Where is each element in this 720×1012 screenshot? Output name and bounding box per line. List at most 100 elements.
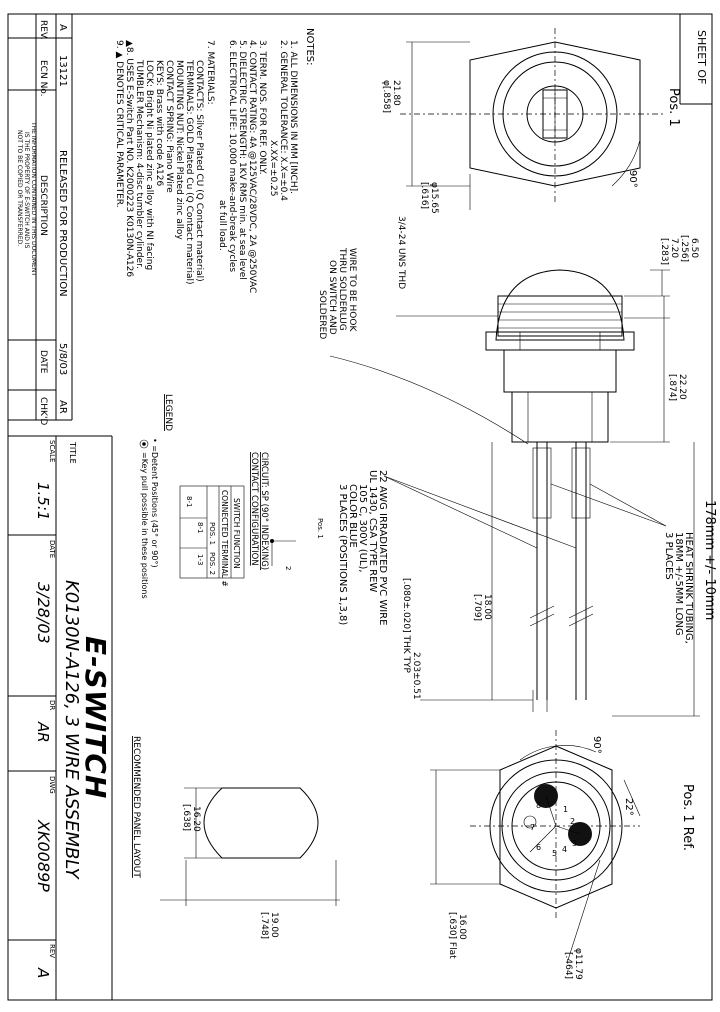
wire-2 [571, 442, 591, 700]
title-label: TITLE [68, 441, 77, 464]
wire-spec-1: 22 AWG IRRADIATED PVC WIRE [377, 470, 388, 625]
scale-label: SCALE [48, 440, 56, 462]
note-line: MOUNTING NUT: Nickel Plated zinc alloy [174, 60, 184, 240]
dim-22-20-in: [.874] [667, 374, 677, 401]
term-num-6: 6 [536, 843, 541, 852]
term-num-7: 7 [530, 823, 535, 832]
term-num-5: 5 [552, 849, 557, 858]
bottom-hex-outline [499, 745, 613, 909]
top-view: Pos. 1 90° 21.80 φ[.858] φ15.65 [.616] [381, 28, 681, 214]
dim-6-50-in: [.256] [679, 235, 689, 262]
note-line: 7. MATERIALS: [205, 40, 215, 105]
dim-11-79-in: [.464] [563, 952, 573, 979]
sheet-of-box: SHEET OF [679, 14, 712, 105]
date-value: 5/8/03 [57, 343, 68, 375]
dim-2-03: 2.03±0.51 [411, 652, 421, 700]
wire-note-1: WIRE TO BE HOOK [347, 248, 357, 332]
pos-1-label: Pos. 1 [316, 518, 324, 539]
switch-body [503, 349, 617, 393]
heat-shrink-1: HEAT SHRINK TUBING, [683, 532, 694, 644]
dim-22-20: 22.20 [677, 374, 687, 400]
wire-note-2: THRU SOLDERLUG [337, 247, 347, 331]
cell-pos1: 8-1 [196, 522, 204, 533]
heat-shrink-3: 3 PLACES [663, 532, 674, 580]
date-value: 3/28/03 [34, 582, 53, 644]
e-switch-logo: E-SWITCH [79, 636, 112, 799]
term-num-1: 1 [563, 805, 568, 814]
legend-key-pull: =Key pull possible in these positions [140, 452, 149, 599]
dr-label: DR [48, 700, 56, 710]
panel-cutout [203, 787, 319, 859]
notes: NOTES: 1. ALL DIMENSIONS IN MM [INCH]. 2… [114, 28, 315, 293]
note-line: 3. TERM. NOS. FOR REF. ONLY. [257, 40, 267, 175]
chkd-value: AR [57, 400, 68, 414]
dim-15-65: φ15.65 [429, 182, 439, 214]
legend: LEGEND • =Detent Positions (45° or 90°) … [139, 394, 173, 599]
col-pos-2: POS. 2 [208, 552, 216, 575]
dim-2-03-in: [.080±.020] THK TYP [401, 578, 411, 674]
panel-layout: RECOMMENDED PANEL LAYOUT 16.20 [.638] 19… [131, 736, 340, 939]
dim-21-80-in: φ[.858] [381, 80, 391, 113]
overall-length: 178mm +/- 10mm [702, 500, 717, 620]
dwg-value: XK0089P [34, 819, 53, 892]
angle-22: 22° [623, 798, 634, 816]
revision-block: REV. ECN No. DESCRIPTION DATE CHK'D A 13… [8, 14, 73, 425]
dim-18-00-in: [.709] [472, 594, 482, 621]
row-label: 8-1 [185, 496, 193, 507]
thread-callout: 3/4-24 UNS THD [396, 216, 406, 289]
wire-spec-4: COLOR BLUE [347, 484, 358, 548]
chkd-header: CHK'D [38, 397, 48, 425]
sheet-border [7, 13, 713, 1001]
note-line: TUMBLER Mechanism: 4-disc tumbler cylind… [134, 59, 144, 269]
dim-19-00-in: [.748] [259, 912, 269, 939]
dim-11-79: φ11.79 [573, 948, 583, 980]
dim-15-65-in: [.616] [419, 182, 429, 209]
note-line: 6. ELECTRICAL LIFE: 10,000 make-and-brea… [227, 40, 237, 272]
description-value: RELEASED FOR PRODUCTION [57, 150, 68, 297]
heat-shrink-2: 18MM +/-5MM LONG [673, 532, 684, 636]
dim-6-50: 6.50 [689, 238, 699, 258]
rev-label: REV [48, 944, 56, 958]
note-line: 4. CONTACT RATING: 4A @125VAC/28VDC, 2A … [247, 40, 257, 293]
term-num-8: 8 [536, 801, 541, 810]
note-line: CONTACTS: Silver Plated CU (Q Contact ma… [194, 60, 204, 282]
note-line: 5. DIELECTRIC STRENGTH: 1KV RMS min. at … [237, 40, 247, 280]
note-line: 1. ALL DIMENSIONS IN MM [INCH]. [288, 40, 298, 194]
sheet-label: SHEET OF [695, 30, 708, 84]
date-header: DATE [38, 350, 48, 374]
dim-7-20: 7.20 [669, 238, 679, 258]
note-line: 2. GENERAL TOLERANCE: X.X=±0.4 [278, 40, 288, 201]
cell-pos2: 1-3 [196, 554, 204, 565]
angle-90: 90° [591, 736, 602, 754]
legend-detent: • =Detent Positions (45° or 90°) [150, 438, 159, 568]
threaded-bushing [497, 295, 623, 337]
disclaimer-line-3: NOT TO BE COPIED OR TRANSFERRED. [16, 130, 23, 246]
note-line: KEYS: Brass with code A126 [154, 60, 164, 186]
col-pos-1: POS. 1 [208, 522, 216, 545]
panel-layout-heading: RECOMMENDED PANEL LAYOUT [131, 736, 141, 878]
dim-18-00: 18.00 [482, 594, 492, 620]
rev-header: REV. [38, 20, 48, 40]
key-pull-icon-dot [142, 442, 146, 446]
switch-function-title: SWITCH FUNCTION [232, 498, 241, 569]
dim-21-80: 21.80 [391, 80, 401, 106]
circuit-table: CIRCUIT: SP (90° INDEXING) CONTACT CONFI… [179, 452, 324, 587]
date-label: DATE [48, 540, 56, 558]
dim-16-00-in: [.630] Flat [447, 912, 457, 959]
dim-16-00: 16.00 [457, 914, 467, 940]
wire-note-4: SOLDERED [317, 290, 327, 339]
note-line: CONTACT SPRING: Piano Wire [164, 60, 174, 193]
note-line: LOCK: Bright Ni plated zinc alloy with N… [144, 60, 154, 270]
mounting-nut [485, 331, 635, 351]
pos-2-label: 2 [284, 566, 292, 570]
wire-spec-5: 3 PLACES (POSITIONS 1,3,8) [337, 484, 348, 625]
note-line: 9. ▲ DENOTES CRITICAL PARAMETER. [114, 40, 124, 208]
disclaimer-line-2: IS THE PROPERTY OF E-SWITCH AND IS [23, 132, 30, 249]
dim-7-20-in: [.283] [659, 238, 669, 265]
top-angle-label: 90° [627, 170, 638, 188]
dim-16-20-in: [.638] [181, 804, 191, 831]
top-pos-label: Pos. 1 [666, 88, 681, 127]
ecn-header: ECN No. [38, 60, 48, 97]
notes-heading: NOTES: [304, 28, 315, 66]
